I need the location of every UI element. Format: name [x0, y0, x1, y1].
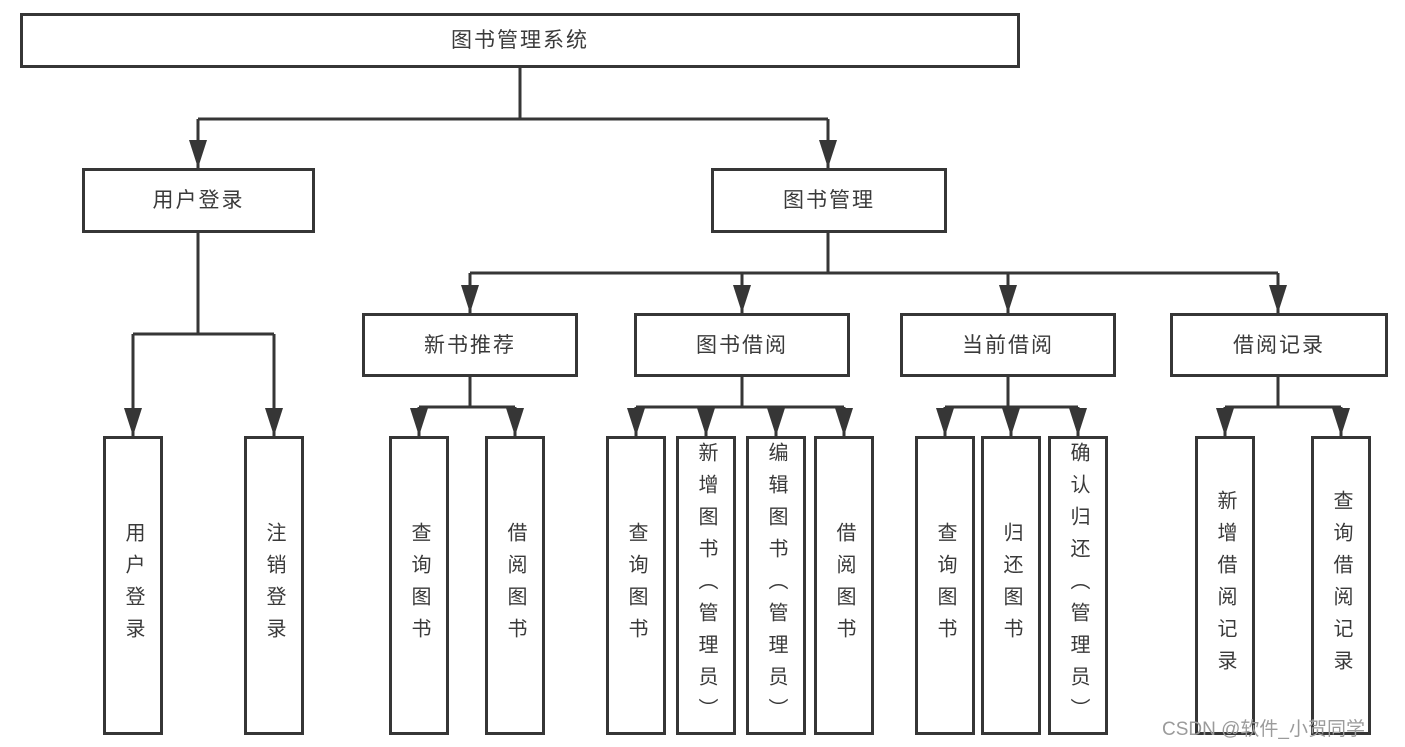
- arrow-down-icon: [835, 408, 853, 436]
- node-borrow-records: 借阅记录: [1170, 313, 1388, 377]
- node-current-borrowing: 当前借阅: [900, 313, 1116, 377]
- arrow-down-icon: [1332, 408, 1350, 436]
- csdn-watermark: CSDN @软件_小贺同学: [1162, 719, 1365, 740]
- node-label: 新增借阅记录: [1214, 489, 1236, 682]
- node-label: 查询借阅记录: [1330, 489, 1352, 682]
- arrow-down-icon: [1216, 408, 1234, 436]
- node-label: 图书借阅: [696, 333, 788, 357]
- node-leaf-confirm-return-admin: 确认归还（管理员）: [1048, 436, 1108, 735]
- arrow-down-icon: [936, 408, 954, 436]
- node-user-login: 用户登录: [82, 168, 315, 233]
- node-book-management: 图书管理: [711, 168, 947, 233]
- arrow-down-icon: [697, 408, 715, 436]
- arrow-down-icon: [819, 140, 837, 168]
- node-label: 查询图书: [934, 521, 956, 650]
- node-label: 新增图书（管理员）: [695, 441, 717, 730]
- arrow-down-icon: [733, 285, 751, 313]
- node-label: 借阅记录: [1233, 333, 1325, 357]
- arrow-down-icon: [1002, 408, 1020, 436]
- node-label: 用户登录: [122, 521, 144, 650]
- node-leaf-borrow-books-recommend: 借阅图书: [485, 436, 545, 735]
- node-label: 新书推荐: [424, 333, 516, 357]
- node-leaf-edit-books-admin: 编辑图书（管理员）: [746, 436, 806, 735]
- arrow-down-icon: [410, 408, 428, 436]
- node-leaf-query-books-borrowing: 查询图书: [606, 436, 666, 735]
- node-library-management-system: 图书管理系统: [20, 13, 1020, 68]
- node-leaf-query-borrow-record: 查询借阅记录: [1311, 436, 1371, 735]
- node-label: 确认归还（管理员）: [1067, 441, 1089, 730]
- arrow-down-icon: [506, 408, 524, 436]
- node-leaf-user-login: 用户登录: [103, 436, 163, 735]
- node-label: 查询图书: [408, 521, 430, 650]
- node-label: 查询图书: [625, 521, 647, 650]
- arrow-down-icon: [124, 408, 142, 436]
- node-label: 当前借阅: [962, 333, 1054, 357]
- arrow-down-icon: [189, 140, 207, 168]
- arrow-down-icon: [461, 285, 479, 313]
- arrow-down-icon: [265, 408, 283, 436]
- arrow-down-icon: [767, 408, 785, 436]
- node-label: 借阅图书: [504, 521, 526, 650]
- node-leaf-query-books-current: 查询图书: [915, 436, 975, 735]
- node-leaf-add-borrow-record: 新增借阅记录: [1195, 436, 1255, 735]
- node-leaf-return-books: 归还图书: [981, 436, 1041, 735]
- arrow-down-icon: [627, 408, 645, 436]
- arrow-down-icon: [1069, 408, 1087, 436]
- arrow-down-icon: [999, 285, 1017, 313]
- connector-lines: [131, 68, 1343, 436]
- arrow-down-icon: [1269, 285, 1287, 313]
- node-label: 图书管理: [783, 189, 875, 212]
- node-label: 编辑图书（管理员）: [765, 441, 787, 730]
- node-label: 借阅图书: [833, 521, 855, 650]
- node-leaf-add-books-admin: 新增图书（管理员）: [676, 436, 736, 735]
- node-book-borrowing: 图书借阅: [634, 313, 850, 377]
- node-leaf-logout: 注销登录: [244, 436, 304, 735]
- node-leaf-query-books-recommend: 查询图书: [389, 436, 449, 735]
- node-label: 用户登录: [152, 189, 245, 212]
- node-label: 注销登录: [263, 521, 285, 650]
- node-label: 归还图书: [1000, 521, 1022, 650]
- node-leaf-borrow-books: 借阅图书: [814, 436, 874, 735]
- node-new-book-recommend: 新书推荐: [362, 313, 578, 377]
- node-label: 图书管理系统: [451, 29, 589, 52]
